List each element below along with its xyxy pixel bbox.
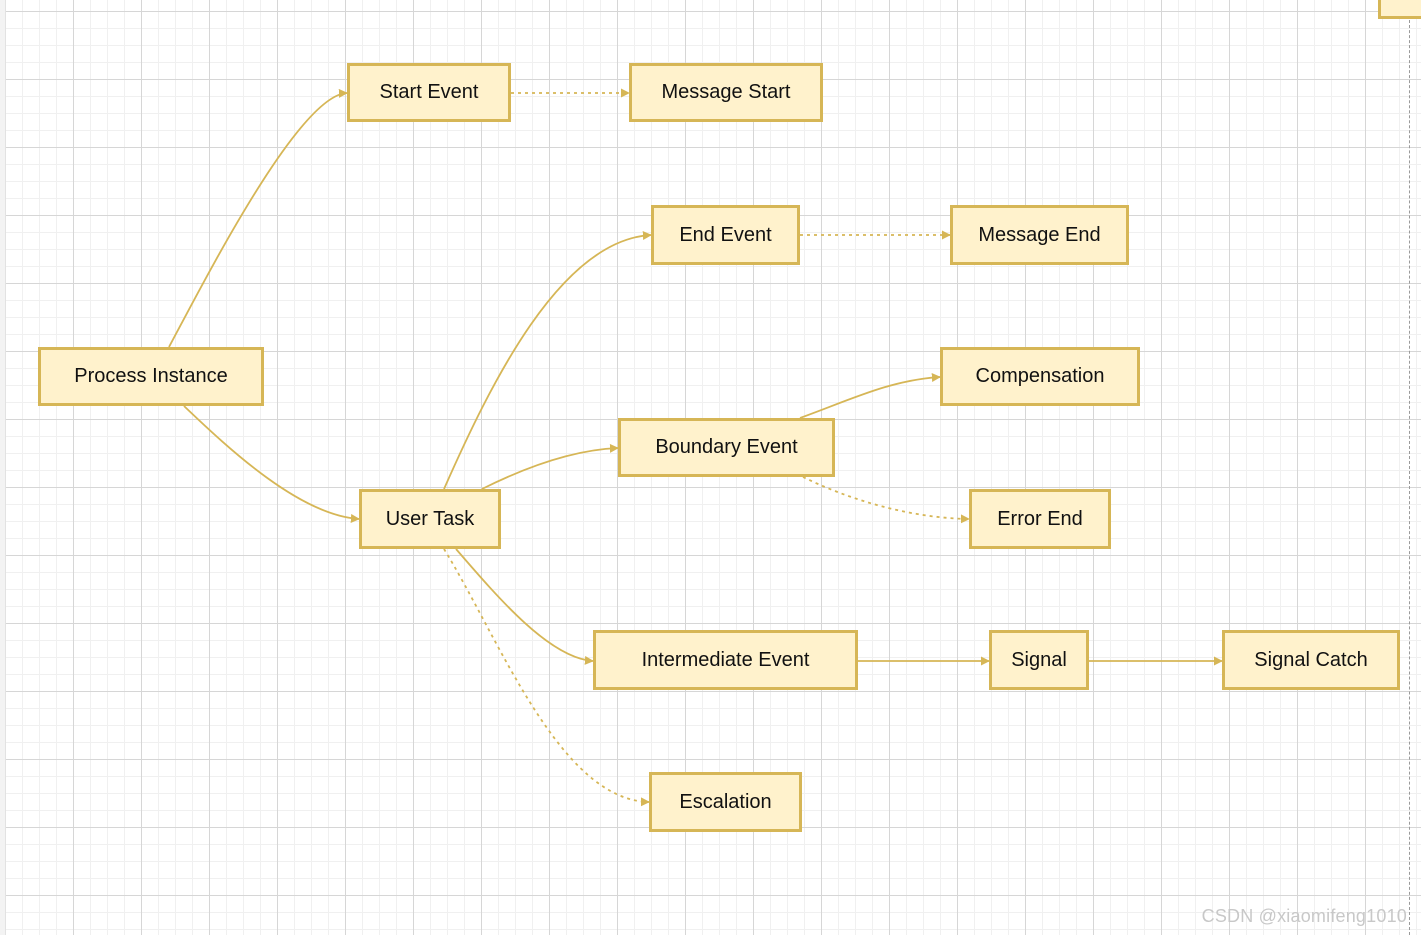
edge-process-instance-to-user-task[interactable] xyxy=(183,405,360,523)
node-message-start[interactable]: Message Start xyxy=(629,63,823,122)
node-end-event[interactable]: End Event xyxy=(651,205,800,265)
edge-boundary-event-to-compensation[interactable] xyxy=(799,372,941,419)
node-label: Intermediate Event xyxy=(641,648,810,671)
node-label: Boundary Event xyxy=(655,436,798,458)
node-error-end[interactable]: Error End xyxy=(969,489,1111,549)
edge-user-task-to-end-event[interactable] xyxy=(443,230,652,490)
edge-process-instance-to-start-event[interactable] xyxy=(168,88,348,348)
edge-user-task-to-boundary-event[interactable] xyxy=(481,443,619,490)
node-compensation[interactable]: Compensation xyxy=(940,347,1140,406)
node-label: Escalation xyxy=(679,790,772,813)
canvas-left-edge xyxy=(0,0,6,935)
node-label: User Task xyxy=(385,507,475,530)
node-label: End Event xyxy=(679,223,772,246)
node-label: Message Start xyxy=(661,81,791,103)
node-start-event[interactable]: Start Event xyxy=(347,63,511,122)
node-intermediate-event[interactable]: Intermediate Event xyxy=(593,630,858,690)
node-boundary-event[interactable]: Boundary Event xyxy=(618,418,835,477)
node-escalation[interactable]: Escalation xyxy=(649,772,802,832)
edge-user-task-to-intermediate-event[interactable] xyxy=(455,548,594,665)
node-signal-catch[interactable]: Signal Catch xyxy=(1222,630,1400,690)
offpage-node-fragment[interactable] xyxy=(1378,0,1421,19)
edge-boundary-event-to-error-end[interactable] xyxy=(802,476,970,524)
watermark: CSDN @xiaomifeng1010 xyxy=(1201,906,1407,926)
node-label: Start Event xyxy=(379,81,479,103)
node-process-instance[interactable]: Process Instance xyxy=(38,347,264,406)
page-boundary-line xyxy=(1409,0,1410,935)
node-label: Error End xyxy=(997,507,1083,530)
node-label: Message End xyxy=(978,223,1101,246)
node-user-task[interactable]: User Task xyxy=(359,489,501,549)
node-label: Process Instance xyxy=(74,365,228,387)
edge-user-task-to-escalation[interactable] xyxy=(443,548,650,807)
node-label: Signal Catch xyxy=(1254,648,1368,671)
node-label: Compensation xyxy=(975,365,1105,387)
node-message-end[interactable]: Message End xyxy=(950,205,1129,265)
node-signal[interactable]: Signal xyxy=(989,630,1089,690)
node-label: Signal xyxy=(1011,648,1067,671)
